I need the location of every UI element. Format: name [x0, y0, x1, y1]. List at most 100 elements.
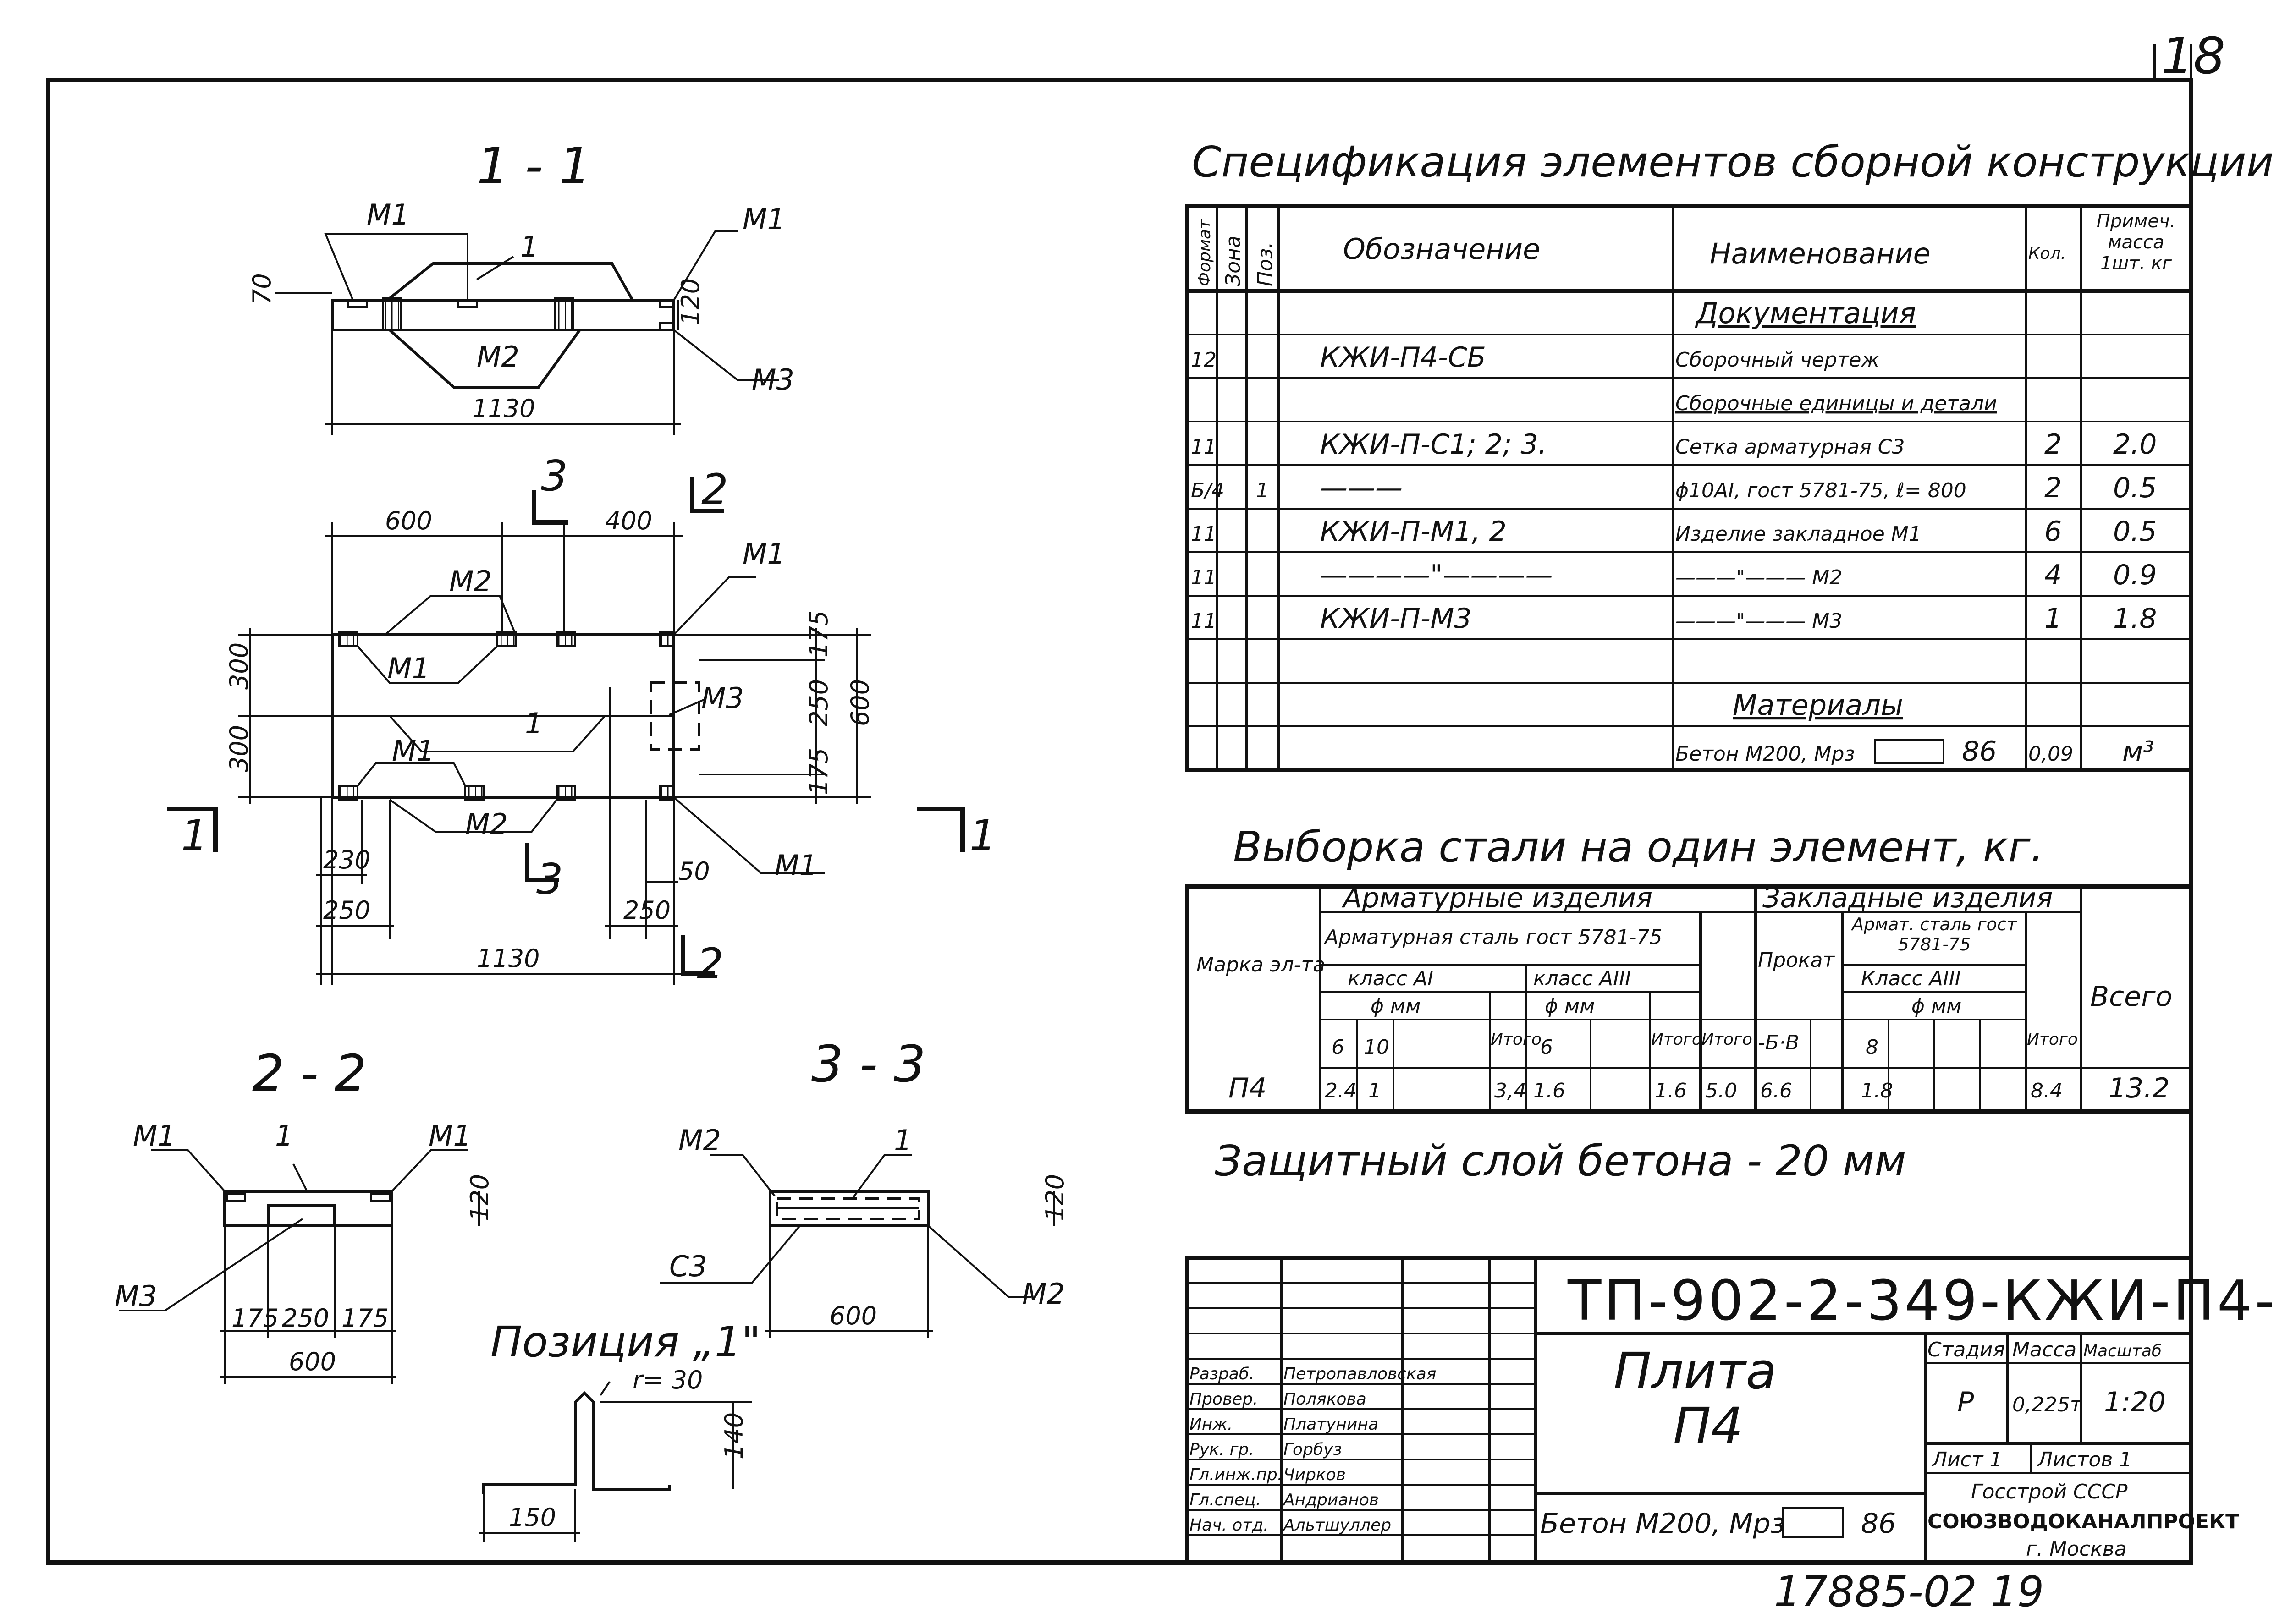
spec-header-zone: Зона [1222, 236, 1245, 286]
spec-row-qty: 4 [2044, 559, 2062, 591]
steel-header-itogo: Итого [1651, 1030, 1702, 1049]
dim-175: 175 [231, 1304, 279, 1333]
steel-row-a-itogo: 3,4 [1494, 1079, 1526, 1103]
steel-header-d6: 6 [1332, 1036, 1344, 1059]
footer-number: 17885-02 19 [1774, 1567, 2044, 1616]
label-m1: M1 [392, 734, 435, 768]
steel-header-phi: ϕ мм [1371, 994, 1421, 1018]
title-material: Бетон М200, Мрз [1540, 1508, 1785, 1540]
steel-row-total: 13.2 [2109, 1072, 2170, 1104]
label-m1: M1 [133, 1119, 176, 1152]
section-1-1-title: 1 - 1 [477, 137, 591, 195]
title-role: Гл.инж.пр. [1189, 1465, 1283, 1484]
plan-view: M2 M1 M1 M2 1 M3 M1 M1 600 400 300 300 1… [167, 451, 997, 988]
dim-600: 600 [846, 679, 875, 726]
label-m2: M2 [678, 1124, 721, 1157]
spec-row-format: 11 [1191, 609, 1217, 633]
dim-250: 250 [623, 896, 671, 925]
spec-header-name: Наименование [1710, 237, 1931, 270]
steel-header-embedded: Закладные изделия [1762, 882, 2053, 914]
steel-header-itogo-total: Итого [1701, 1030, 1752, 1049]
steel-header-total: Всего [2090, 981, 2172, 1013]
section-3-3: 3 - 3 M2 1 C3 M2 120 600 [660, 1035, 1069, 1338]
spec-row-note: 0.5 [2113, 516, 2157, 548]
section-2-2-title: 2 - 2 [252, 1044, 367, 1103]
title-person: Чирков [1283, 1465, 1346, 1484]
title-person: Платунина [1283, 1415, 1378, 1434]
spec-row-name: ϕ10AI, гост 5781-75, ℓ= 800 [1675, 479, 1966, 502]
cut-mark-2: 2 [701, 465, 728, 514]
spec-row-format: 12 [1191, 348, 1217, 372]
dim-175: 175 [804, 748, 833, 795]
title-block: ТП-902-2-349-КЖИ-П4-СБ Разраб.Петропавло… [1185, 1256, 2274, 1565]
specification-table: Спецификация элементов сборной конструкц… [1185, 137, 2274, 772]
title-role: Нач. отд. [1189, 1516, 1269, 1535]
org-line-3: г. Москва [2026, 1537, 2127, 1561]
title-person: Полякова [1283, 1390, 1366, 1409]
spec-material-name: Бетон М200, Мрз [1675, 742, 1855, 766]
title-role: Гл.спец. [1189, 1491, 1261, 1509]
dim-70: 70 [248, 273, 276, 305]
spec-material-grade: 86 [1962, 735, 1997, 768]
spec-row-designation: КЖИ-П4-СБ [1320, 341, 1486, 373]
steel-header-prokat: Прокат [1758, 949, 1835, 972]
spec-material-note: м³ [2122, 735, 2154, 768]
dim-175: 175 [804, 610, 833, 658]
label-m3: M3 [752, 363, 794, 396]
steel-row-mark: П4 [1228, 1072, 1266, 1104]
dim-140: 140 [720, 1412, 749, 1459]
spec-row-qty: 6 [2044, 516, 2062, 548]
steel-row-c-itogo: 8.4 [2031, 1079, 2063, 1103]
spec-row-note: 1.8 [2113, 603, 2157, 635]
dim-300: 300 [225, 725, 253, 772]
steel-header-rebar-steel: Арматурная сталь гост 5781-75 [1323, 926, 1662, 949]
spec-row-format: 11 [1191, 522, 1217, 546]
spec-row-qty: 2 [2044, 428, 2062, 461]
dim-120: 120 [676, 278, 705, 325]
org-line-1: Госстрой СССР [1971, 1480, 2128, 1503]
dim-400: 400 [605, 506, 652, 535]
cover-note: Защитный слой бетона - 20 мм [1215, 1136, 1906, 1185]
spec-header-pos: Поз. [1254, 242, 1277, 286]
label-m1: M1 [775, 849, 817, 882]
label-1: 1 [520, 230, 538, 263]
steel-header-d10: 10 [1364, 1036, 1389, 1059]
label-m3: M3 [115, 1279, 157, 1313]
dim-50: 50 [678, 857, 710, 886]
org-line-2: СОЮЗВОДОКАНАЛПРОЕКТ [1927, 1510, 2239, 1533]
dim-300: 300 [225, 642, 253, 690]
dim-250: 250 [804, 679, 833, 726]
spec-row-pos: 1 [1256, 479, 1269, 502]
steel-header-d8: 8 [1866, 1036, 1878, 1059]
steel-row-a10: 1 [1368, 1079, 1381, 1103]
cut-mark-2: 2 [697, 939, 724, 988]
title-person: Андрианов [1283, 1491, 1379, 1509]
label-m1: M1 [743, 203, 785, 236]
dim-1130: 1130 [477, 944, 540, 973]
sheets-label: Листов 1 [2037, 1448, 2132, 1471]
steel-row-b-itogo: 1.6 [1655, 1079, 1687, 1103]
spec-row-name: Сетка арматурная С3 [1675, 435, 1905, 459]
title-person: Горбуз [1283, 1440, 1342, 1459]
spec-row-note: 0.5 [2113, 472, 2157, 504]
section-1-1: 1 - 1 M1 M1 1 M2 M3 70 120 1130 [248, 137, 794, 435]
dim-250: 250 [323, 896, 370, 925]
steel-header-itogo: Итого [2027, 1030, 2078, 1049]
spec-section-materials: Материалы [1733, 688, 1903, 722]
steel-row-a6: 2.4 [1325, 1079, 1357, 1103]
steel-title: Выборка стали на один элемент, кг. [1233, 823, 2044, 872]
spec-row-format: 11 [1191, 435, 1217, 459]
cut-mark-1: 1 [969, 811, 997, 860]
steel-header-phi: ϕ мм [1911, 994, 1961, 1018]
title-role: Рук. гр. [1189, 1440, 1254, 1459]
spec-row-name: ———"——— М2 [1675, 566, 1842, 589]
product-mark: П4 [1673, 1397, 1743, 1455]
sheet-frame [46, 78, 2193, 1565]
steel-row-c8: 1.8 [1861, 1079, 1893, 1103]
spec-header-note: Примеч. масса 1шт. кг [2096, 211, 2176, 274]
position-1-title: Позиция „1" [490, 1317, 761, 1366]
spec-row-designation: КЖИ-П-С1; 2; 3. [1320, 428, 1547, 461]
steel-header-class-ai: класс АI [1348, 967, 1433, 990]
dim-600: 600 [830, 1301, 877, 1330]
